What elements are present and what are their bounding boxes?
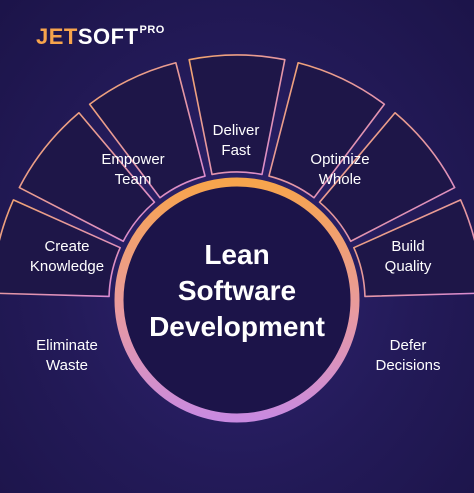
segment-label-6-line-2: Quality xyxy=(384,258,432,275)
segment-shape-7 xyxy=(353,199,474,298)
center-ring xyxy=(114,177,360,423)
segment-shape-3 xyxy=(88,61,206,199)
center-title-line-2: Software xyxy=(177,275,297,306)
logo-jet: JET xyxy=(36,24,78,49)
segment-label-4-line-1: Deliver xyxy=(212,122,260,139)
logo-soft: SOFT xyxy=(77,24,139,49)
segment-label-1-line-2: Waste xyxy=(46,357,88,374)
segment-shape-6 xyxy=(318,111,456,243)
segment-label-3-line-1: Empower xyxy=(101,151,165,168)
segment-label-2-line-2: Knowledge xyxy=(29,258,105,275)
segment-shape-2 xyxy=(18,111,156,243)
segment-label-4-line-2: Fast xyxy=(221,142,251,159)
segment-shape-5 xyxy=(268,61,386,199)
jetsoftpro-logo: JETSOFTPRO xyxy=(36,24,165,49)
segment-label-2-line-1: Create xyxy=(44,238,90,255)
center-title: Lean Software Development xyxy=(149,237,325,345)
segment-label-5-line-1: Optimize xyxy=(310,151,370,168)
segment-label-1-line-1: Eliminate xyxy=(36,337,98,354)
segment-label-5-line-2: Whole xyxy=(318,171,362,188)
center-title-line-1: Lean xyxy=(204,239,270,270)
logo-pro: PRO xyxy=(139,24,165,36)
segment-label-6-line-1: Build xyxy=(391,238,425,255)
segment-shape-4 xyxy=(188,54,286,176)
segment-label-3-line-2: Team xyxy=(114,171,152,188)
segment-label-7-line-1: Defer xyxy=(389,337,427,354)
segment-label-7-line-2: Decisions xyxy=(375,357,441,374)
segments-layer xyxy=(0,54,474,298)
segment-shape-1 xyxy=(0,199,121,298)
center-title-line-3: Development xyxy=(149,311,325,342)
